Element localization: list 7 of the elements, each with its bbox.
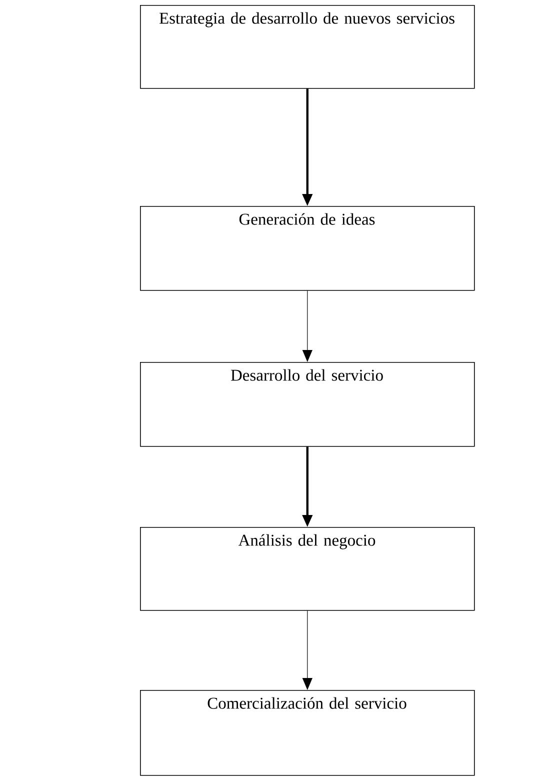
process-box: Análisis del negocio bbox=[140, 527, 475, 611]
process-box: Generación de ideas bbox=[140, 206, 475, 291]
arrow bbox=[302, 610, 312, 690]
process-box: Comercialización del servicio bbox=[140, 690, 475, 776]
process-box: Desarrollo del servicio bbox=[140, 362, 475, 447]
process-box: Estrategia de desarrollo de nuevos servicios bbox=[140, 5, 475, 89]
arrow bbox=[302, 290, 312, 362]
